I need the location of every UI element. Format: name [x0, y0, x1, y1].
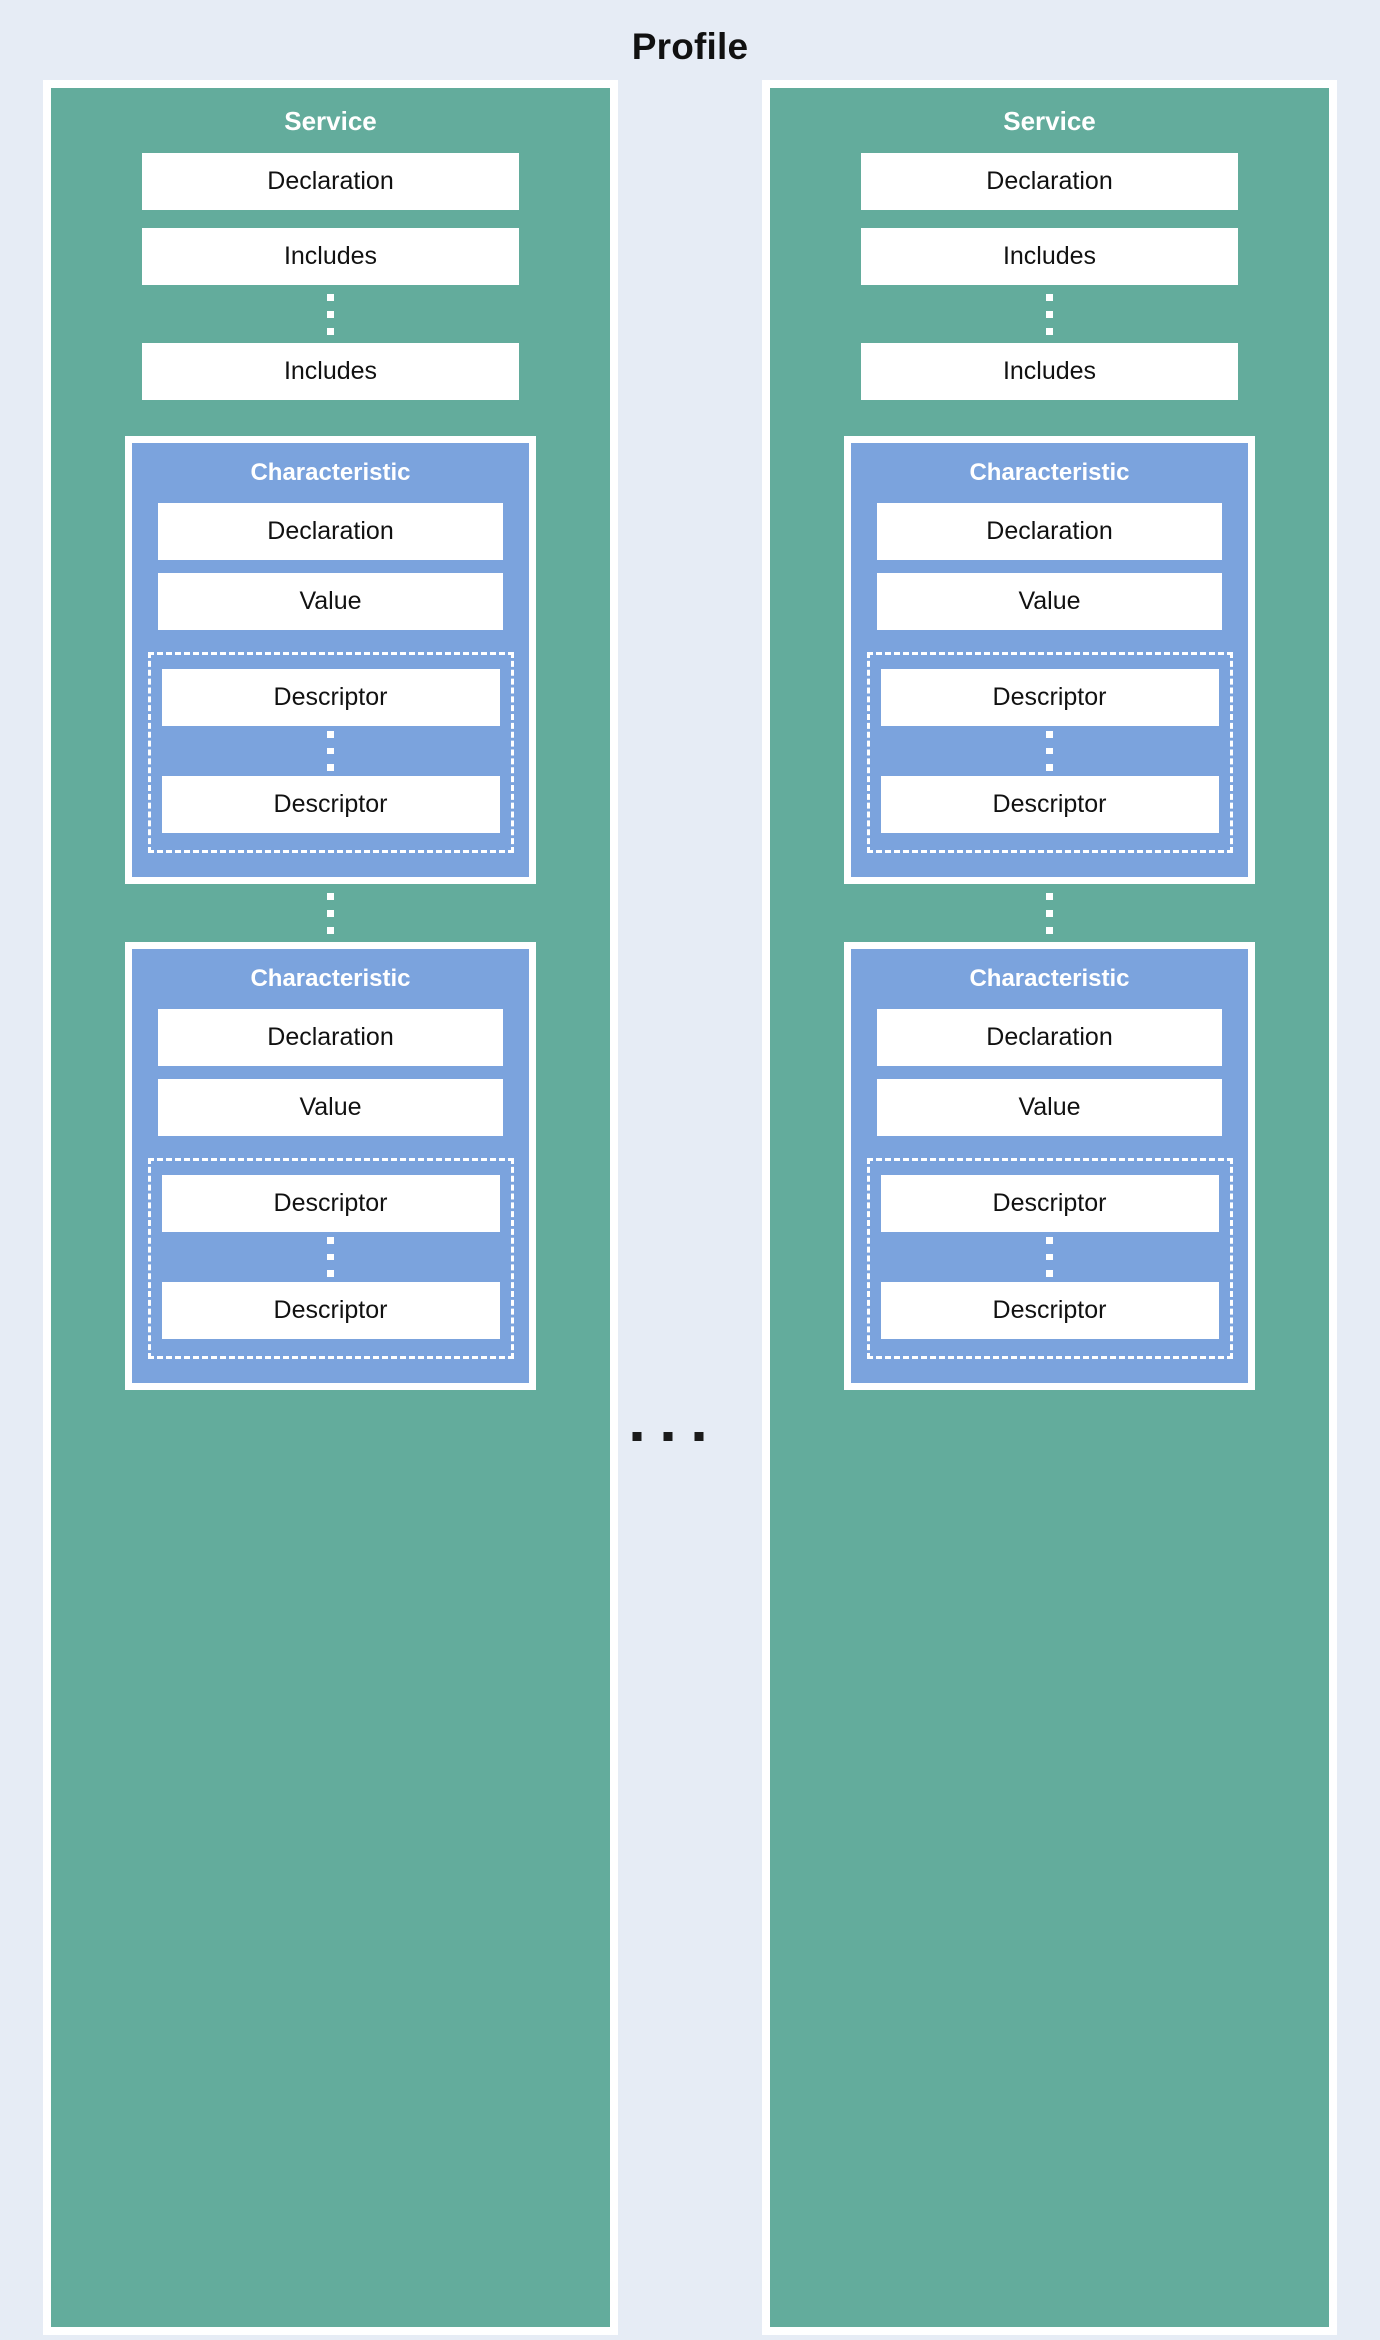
descriptor-box[interactable]: Descriptor — [880, 1175, 1219, 1232]
page-title: Profile — [631, 26, 749, 67]
descriptor-box[interactable]: Descriptor — [880, 776, 1219, 833]
characteristic-value-box[interactable]: Value — [158, 573, 503, 630]
service-title: Service — [284, 106, 377, 136]
descriptor-vertical-ellipsis-icon — [1046, 1232, 1053, 1282]
characteristic-panel[interactable]: Characteristic Declaration Value Descrip… — [125, 436, 536, 884]
service-column-2: Service Declaration Includes Includes Ch… — [762, 80, 1337, 2335]
service-declaration-box[interactable]: Declaration — [861, 153, 1238, 210]
services-container: Service Declaration Includes Includes Ch… — [0, 80, 1380, 2335]
characteristic-panel[interactable]: Characteristic Declaration Value Descrip… — [844, 942, 1255, 1390]
descriptor-group: Descriptor Descriptor — [147, 652, 514, 853]
descriptor-box[interactable]: Descriptor — [161, 1282, 500, 1339]
service-declaration-box[interactable]: Declaration — [142, 153, 519, 210]
service-title: Service — [1003, 106, 1096, 136]
includes-vertical-ellipsis-icon — [327, 285, 334, 343]
service-column-1: Service Declaration Includes Includes Ch… — [43, 80, 618, 2335]
characteristic-title: Characteristic — [250, 965, 411, 992]
descriptor-box[interactable]: Descriptor — [880, 1282, 1219, 1339]
characteristic-declaration-box[interactable]: Declaration — [877, 503, 1222, 560]
service-includes-box-last[interactable]: Includes — [142, 343, 519, 400]
descriptor-vertical-ellipsis-icon — [327, 1232, 334, 1282]
descriptor-group: Descriptor Descriptor — [866, 1158, 1233, 1359]
descriptor-vertical-ellipsis-icon — [1046, 726, 1053, 776]
service-includes-box-last[interactable]: Includes — [861, 343, 1238, 400]
descriptor-box[interactable]: Descriptor — [161, 1175, 500, 1232]
characteristic-declaration-box[interactable]: Declaration — [158, 503, 503, 560]
characteristic-title: Characteristic — [969, 965, 1130, 992]
service-panel[interactable]: Service Declaration Includes Includes Ch… — [762, 80, 1337, 2335]
column-gap — [618, 80, 718, 2335]
service-includes-box[interactable]: Includes — [142, 228, 519, 285]
characteristic-value-box[interactable]: Value — [877, 1079, 1222, 1136]
characteristic-title: Characteristic — [250, 459, 411, 486]
characteristic-panel[interactable]: Characteristic Declaration Value Descrip… — [844, 436, 1255, 884]
includes-vertical-ellipsis-icon — [1046, 285, 1053, 343]
characteristic-panel[interactable]: Characteristic Declaration Value Descrip… — [125, 942, 536, 1390]
characteristic-title: Characteristic — [969, 459, 1130, 486]
characteristic-vertical-ellipsis-icon — [327, 884, 334, 942]
characteristic-declaration-box[interactable]: Declaration — [158, 1009, 503, 1066]
characteristic-value-box[interactable]: Value — [877, 573, 1222, 630]
descriptor-box[interactable]: Descriptor — [880, 669, 1219, 726]
descriptor-group: Descriptor Descriptor — [866, 652, 1233, 853]
horizontal-ellipsis-icon — [622, 1432, 715, 1441]
service-panel[interactable]: Service Declaration Includes Includes Ch… — [43, 80, 618, 2335]
characteristic-value-box[interactable]: Value — [158, 1079, 503, 1136]
descriptor-box[interactable]: Descriptor — [161, 776, 500, 833]
characteristic-vertical-ellipsis-icon — [1046, 884, 1053, 942]
descriptor-box[interactable]: Descriptor — [161, 669, 500, 726]
descriptor-vertical-ellipsis-icon — [327, 726, 334, 776]
descriptor-group: Descriptor Descriptor — [147, 1158, 514, 1359]
characteristic-declaration-box[interactable]: Declaration — [877, 1009, 1222, 1066]
service-includes-box[interactable]: Includes — [861, 228, 1238, 285]
